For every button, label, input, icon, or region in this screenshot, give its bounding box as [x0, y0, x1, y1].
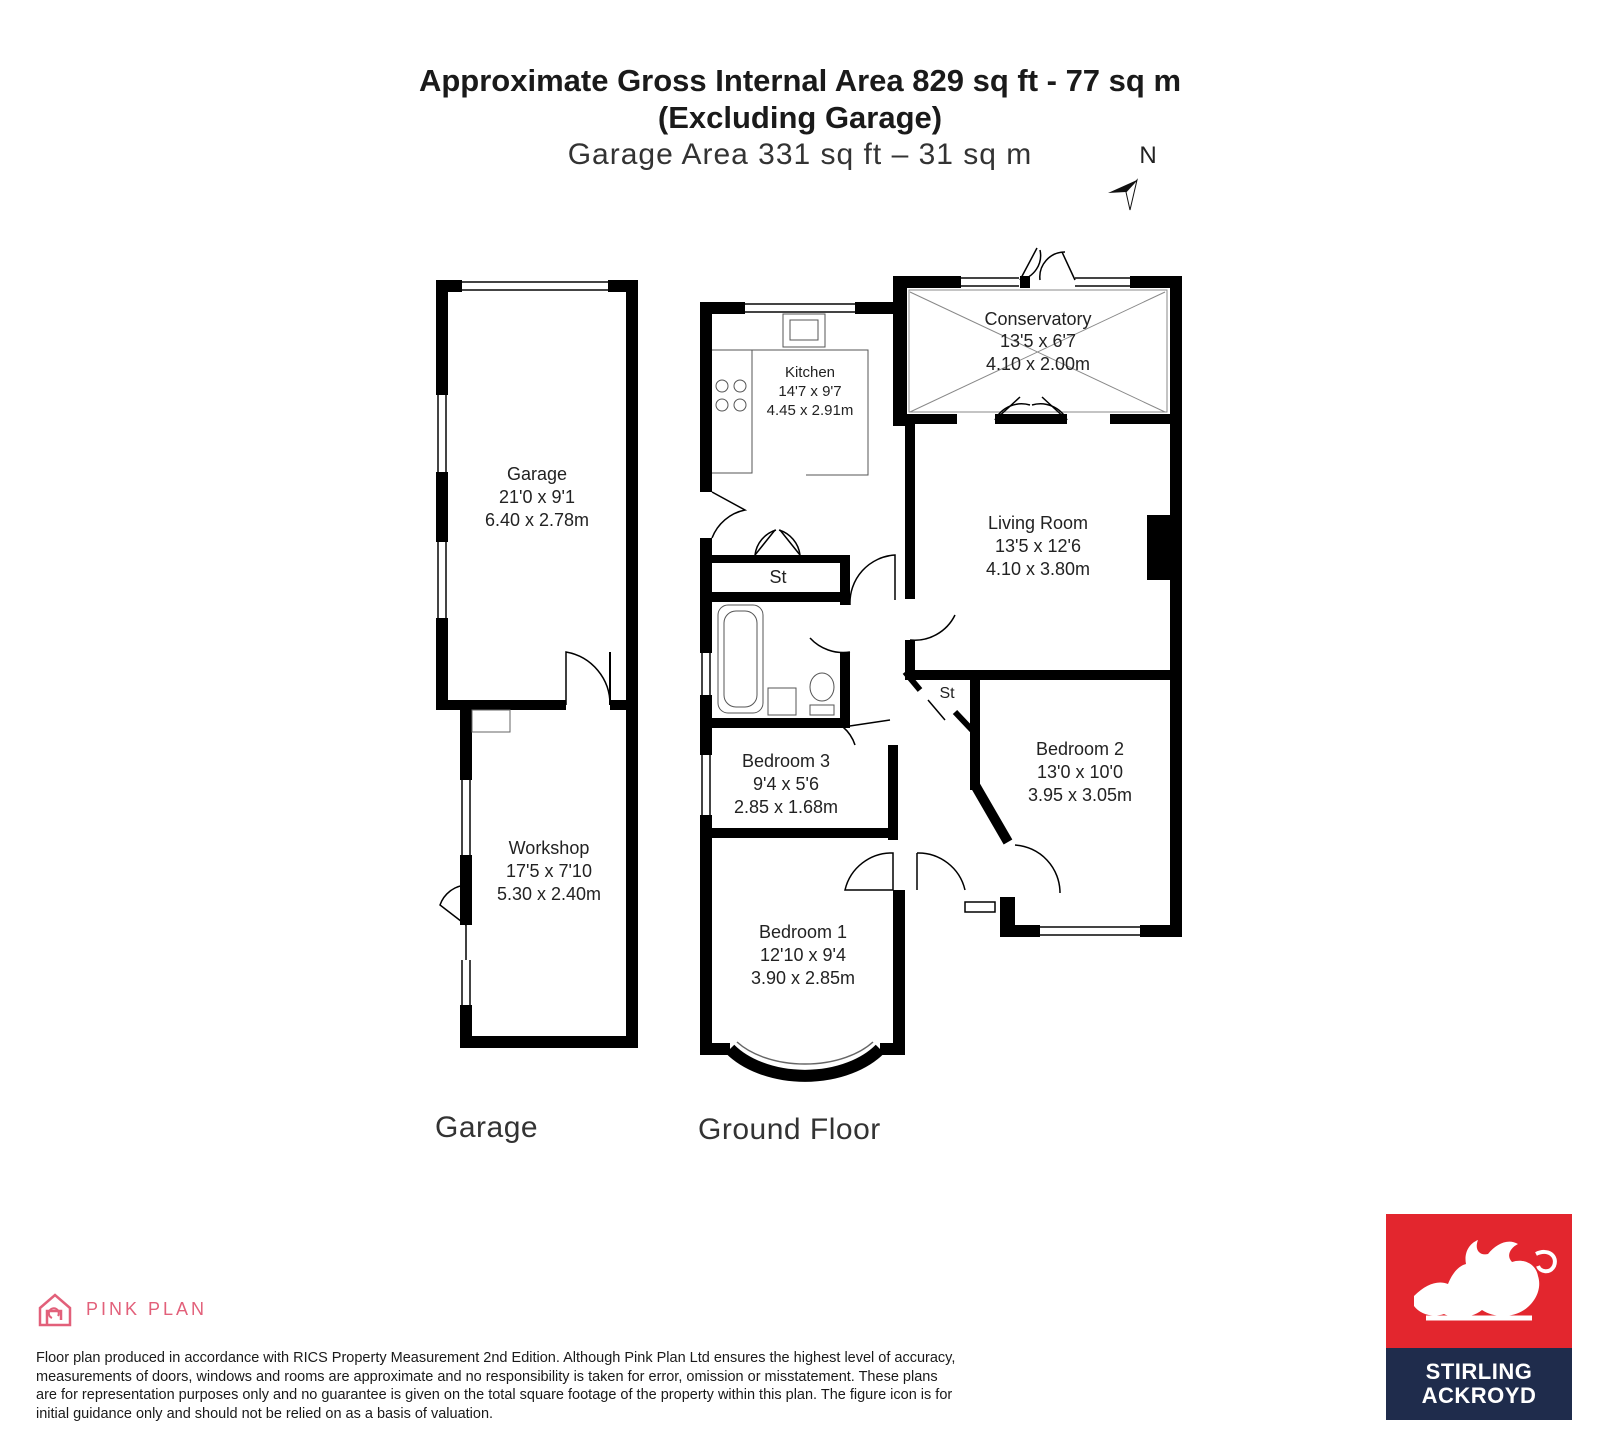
- garage-area: Garage Area 331 sq ft – 31 sq m: [567, 138, 1033, 171]
- agent-name: STIRLING ACKROYD: [1386, 1348, 1572, 1420]
- kitchen-units: [712, 313, 869, 476]
- living-room-imperial: 13'5 x 12'6: [995, 536, 1081, 556]
- living-room-metric: 4.10 x 3.80m: [986, 559, 1090, 579]
- garage-floor-label: Garage: [435, 1111, 539, 1144]
- store1-label: St: [769, 567, 786, 587]
- agent-name-line2: ACKROYD: [1421, 1383, 1537, 1408]
- store2-label: St: [939, 685, 955, 702]
- workshop-room-metric: 5.30 x 2.40m: [497, 884, 601, 904]
- area-title: Approximate Gross Internal Area 829 sq f…: [418, 63, 1182, 98]
- garage-room-name: Garage: [507, 464, 567, 484]
- house-walls: [700, 276, 1182, 1055]
- french-door-swing: [1019, 249, 1066, 281]
- stirling-ackroyd-logo: STIRLING ACKROYD: [1386, 1214, 1572, 1420]
- griffin-icon: [1414, 1240, 1557, 1321]
- bedroom3-metric: 2.85 x 1.68m: [734, 797, 838, 817]
- compass-north-label: N: [1139, 142, 1156, 169]
- area-subtitle: (Excluding Garage): [657, 100, 943, 135]
- kitchen-room-metric: 4.45 x 2.91m: [767, 402, 854, 419]
- kitchen-room-name: Kitchen: [785, 364, 835, 381]
- agent-name-line1: STIRLING: [1425, 1359, 1533, 1384]
- bedroom3-name: Bedroom 3: [742, 751, 830, 771]
- garage-room-imperial: 21'0 x 9'1: [499, 487, 575, 507]
- conservatory-room-name: Conservatory: [984, 309, 1091, 329]
- griffin-emblem: [1386, 1214, 1572, 1348]
- bedroom2-metric: 3.95 x 3.05m: [1028, 785, 1132, 805]
- workshop-room-imperial: 17'5 x 7'10: [506, 861, 592, 881]
- conservatory-room-imperial: 13'5 x 6'7: [1000, 331, 1076, 351]
- kitchen-room-imperial: 14'7 x 9'7: [778, 383, 841, 400]
- bay-window: [725, 1044, 885, 1082]
- garage-walls: [436, 280, 638, 1048]
- bedroom1-metric: 3.90 x 2.85m: [751, 968, 855, 988]
- bedroom1-imperial: 12'10 x 9'4: [760, 945, 846, 965]
- bedroom3-imperial: 9'4 x 5'6: [753, 774, 819, 794]
- ground-floor-label: Ground Floor: [698, 1113, 881, 1146]
- living-room-name: Living Room: [988, 513, 1088, 533]
- conservatory-roof-lines: [908, 289, 1168, 413]
- bedroom2-imperial: 13'0 x 10'0: [1037, 762, 1123, 782]
- bathroom-fittings: [717, 604, 835, 716]
- garage-room-metric: 6.40 x 2.78m: [485, 510, 589, 530]
- pink-plan-brand: PINK PLAN: [86, 1298, 208, 1319]
- garage-door-swing: [565, 651, 611, 706]
- bedroom2-name: Bedroom 2: [1036, 739, 1124, 759]
- workshop-room-name: Workshop: [509, 838, 590, 858]
- pink-plan-logo: PINK PLAN: [36, 1290, 207, 1328]
- conservatory-room-metric: 4.10 x 2.00m: [986, 354, 1090, 374]
- workshop-door-swing: [439, 884, 467, 926]
- compass-icon: N: [1108, 142, 1157, 211]
- house-icon: [38, 1293, 72, 1327]
- bedroom1-name: Bedroom 1: [759, 922, 847, 942]
- disclaimer-text: Floor plan produced in accordance with R…: [36, 1350, 956, 1422]
